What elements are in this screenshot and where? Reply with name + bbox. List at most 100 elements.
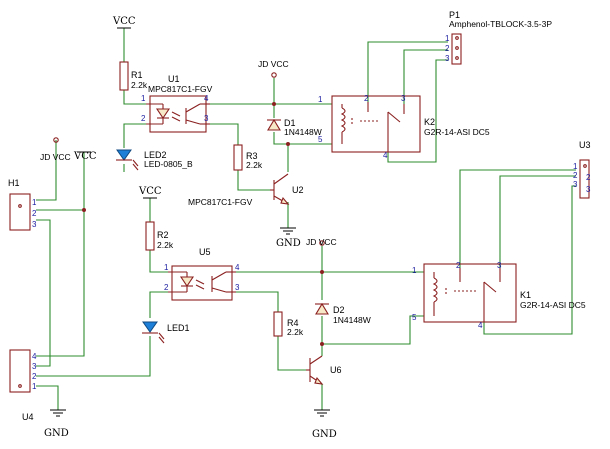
- svg-text:U6: U6: [330, 365, 342, 375]
- resistor-r3: R3 2.2k: [233, 144, 263, 171]
- svg-text:3: 3: [497, 261, 502, 270]
- svg-text:1: 1: [573, 162, 578, 171]
- vcc-symbol-mid: VCC: [138, 186, 162, 199]
- resistor-r2: R2 2.2k: [145, 221, 174, 251]
- svg-text:1: 1: [32, 382, 37, 391]
- svg-text:R1: R1: [131, 70, 143, 80]
- svg-text:1N4148W: 1N4148W: [333, 315, 371, 325]
- svg-text:4: 4: [478, 321, 483, 330]
- svg-text:JD VCC: JD VCC: [258, 59, 289, 69]
- svg-text:2: 2: [32, 209, 37, 218]
- svg-text:2: 2: [364, 94, 369, 103]
- svg-text:2: 2: [445, 44, 450, 53]
- connector-u4: 4 3 2 1 U4: [9, 349, 37, 422]
- svg-text:1: 1: [164, 263, 169, 272]
- connector-p1: 1 2 3 P1 Amphenol-TBLOCK-3.5-3P: [445, 10, 552, 65]
- svg-text:MPC817C1-FGV: MPC817C1-FGV: [188, 197, 253, 207]
- jd-vcc-mid: JD VCC: [306, 237, 337, 247]
- svg-text:P1: P1: [449, 10, 460, 20]
- svg-text:2: 2: [586, 173, 591, 182]
- jd-vcc-top: JD VCC: [258, 59, 289, 78]
- svg-text:1: 1: [318, 95, 323, 104]
- svg-text:D1: D1: [284, 118, 296, 128]
- svg-text:LED2: LED2: [144, 150, 167, 160]
- svg-text:U1: U1: [168, 74, 180, 84]
- vcc-symbol-left: VCC: [73, 151, 97, 162]
- svg-text:JD VCC: JD VCC: [306, 237, 337, 247]
- svg-text:R2: R2: [157, 230, 169, 240]
- led-led2: LED2 LED-0805_B: [116, 149, 193, 171]
- relay-k2: 1 5 2 3 4 K2 G2R-14-ASI DC5: [318, 94, 490, 160]
- svg-text:K1: K1: [520, 290, 531, 300]
- svg-text:VCC: VCC: [112, 16, 136, 27]
- svg-text:GND: GND: [312, 429, 337, 440]
- transistor-u2: U2 MPC817C1-FGV: [188, 173, 304, 207]
- svg-text:VCC: VCC: [73, 151, 97, 162]
- svg-text:U3: U3: [579, 140, 591, 150]
- gnd-symbol-u2: GND: [276, 227, 301, 249]
- svg-text:1: 1: [141, 94, 146, 103]
- svg-text:2.2k: 2.2k: [287, 327, 304, 337]
- led-led1: LED1: [142, 321, 190, 344]
- relay-k1: 1 5 2 3 4 K1 G2R-14-ASI DC5: [412, 261, 586, 330]
- svg-text:JD VCC: JD VCC: [40, 152, 71, 162]
- svg-text:VCC: VCC: [138, 186, 162, 197]
- diode-d1: D1 1N4148W: [267, 118, 322, 137]
- svg-text:5: 5: [412, 313, 417, 322]
- resistor-r1: R1 2.2k: [119, 61, 148, 91]
- svg-text:GND: GND: [44, 428, 69, 439]
- junctions: [82, 102, 324, 346]
- transistor-u6: U6: [306, 355, 342, 385]
- svg-text:2: 2: [141, 114, 146, 123]
- svg-text:5: 5: [318, 135, 323, 144]
- svg-text:3: 3: [32, 362, 37, 371]
- connector-h1: 1 2 3 H1: [8, 178, 37, 231]
- svg-text:2: 2: [456, 261, 461, 270]
- connector-u3: 1 2 3 2 3 U3: [573, 140, 591, 199]
- jd-vcc-left: JD VCC: [40, 137, 71, 162]
- svg-text:Amphenol-TBLOCK-3.5-3P: Amphenol-TBLOCK-3.5-3P: [449, 19, 552, 29]
- svg-text:LED1: LED1: [167, 323, 190, 333]
- svg-text:G2R-14-ASI DC5: G2R-14-ASI DC5: [424, 127, 490, 137]
- diode-d2: D2 1N4148W: [315, 302, 371, 325]
- svg-text:1: 1: [412, 266, 417, 275]
- gnd-symbol-u6: GND: [312, 409, 337, 440]
- svg-text:G2R-14-ASI DC5: G2R-14-ASI DC5: [520, 300, 586, 310]
- wires: [36, 28, 576, 410]
- optocoupler-u1: 1 2 4 3 U1 MPC817C1-FGV: [141, 74, 213, 133]
- svg-text:LED-0805_B: LED-0805_B: [144, 159, 193, 169]
- svg-text:U4: U4: [22, 412, 34, 422]
- svg-text:2.2k: 2.2k: [246, 160, 263, 170]
- gnd-symbol-u4: GND: [44, 409, 69, 439]
- svg-text:R3: R3: [246, 151, 258, 161]
- svg-text:3: 3: [204, 114, 209, 123]
- svg-text:U5: U5: [199, 247, 211, 257]
- svg-text:MPC817C1-FGV: MPC817C1-FGV: [148, 84, 213, 94]
- optocoupler-u5: 1 2 4 3 U5: [164, 247, 240, 301]
- svg-text:4: 4: [235, 263, 240, 272]
- resistor-r4: R4 2.2k: [273, 311, 304, 337]
- svg-text:R4: R4: [287, 318, 299, 328]
- svg-text:2: 2: [32, 372, 37, 381]
- svg-text:2: 2: [164, 283, 169, 292]
- svg-text:H1: H1: [8, 178, 20, 188]
- svg-text:1: 1: [445, 34, 450, 43]
- svg-text:2: 2: [573, 171, 578, 180]
- svg-text:D2: D2: [333, 305, 345, 315]
- svg-text:3: 3: [32, 220, 37, 229]
- svg-text:1N4148W: 1N4148W: [284, 127, 322, 137]
- vcc-symbol-top: VCC: [112, 16, 136, 29]
- svg-text:2.2k: 2.2k: [157, 240, 174, 250]
- svg-text:U2: U2: [292, 185, 304, 195]
- svg-text:2.2k: 2.2k: [131, 80, 148, 90]
- svg-text:3: 3: [235, 283, 240, 292]
- svg-text:3: 3: [445, 54, 450, 63]
- svg-text:1: 1: [32, 198, 37, 207]
- svg-text:3: 3: [586, 185, 591, 194]
- svg-text:4: 4: [204, 94, 209, 103]
- svg-text:3: 3: [401, 94, 406, 103]
- svg-text:3: 3: [573, 180, 578, 189]
- svg-text:K2: K2: [424, 117, 435, 127]
- svg-text:4: 4: [383, 151, 388, 160]
